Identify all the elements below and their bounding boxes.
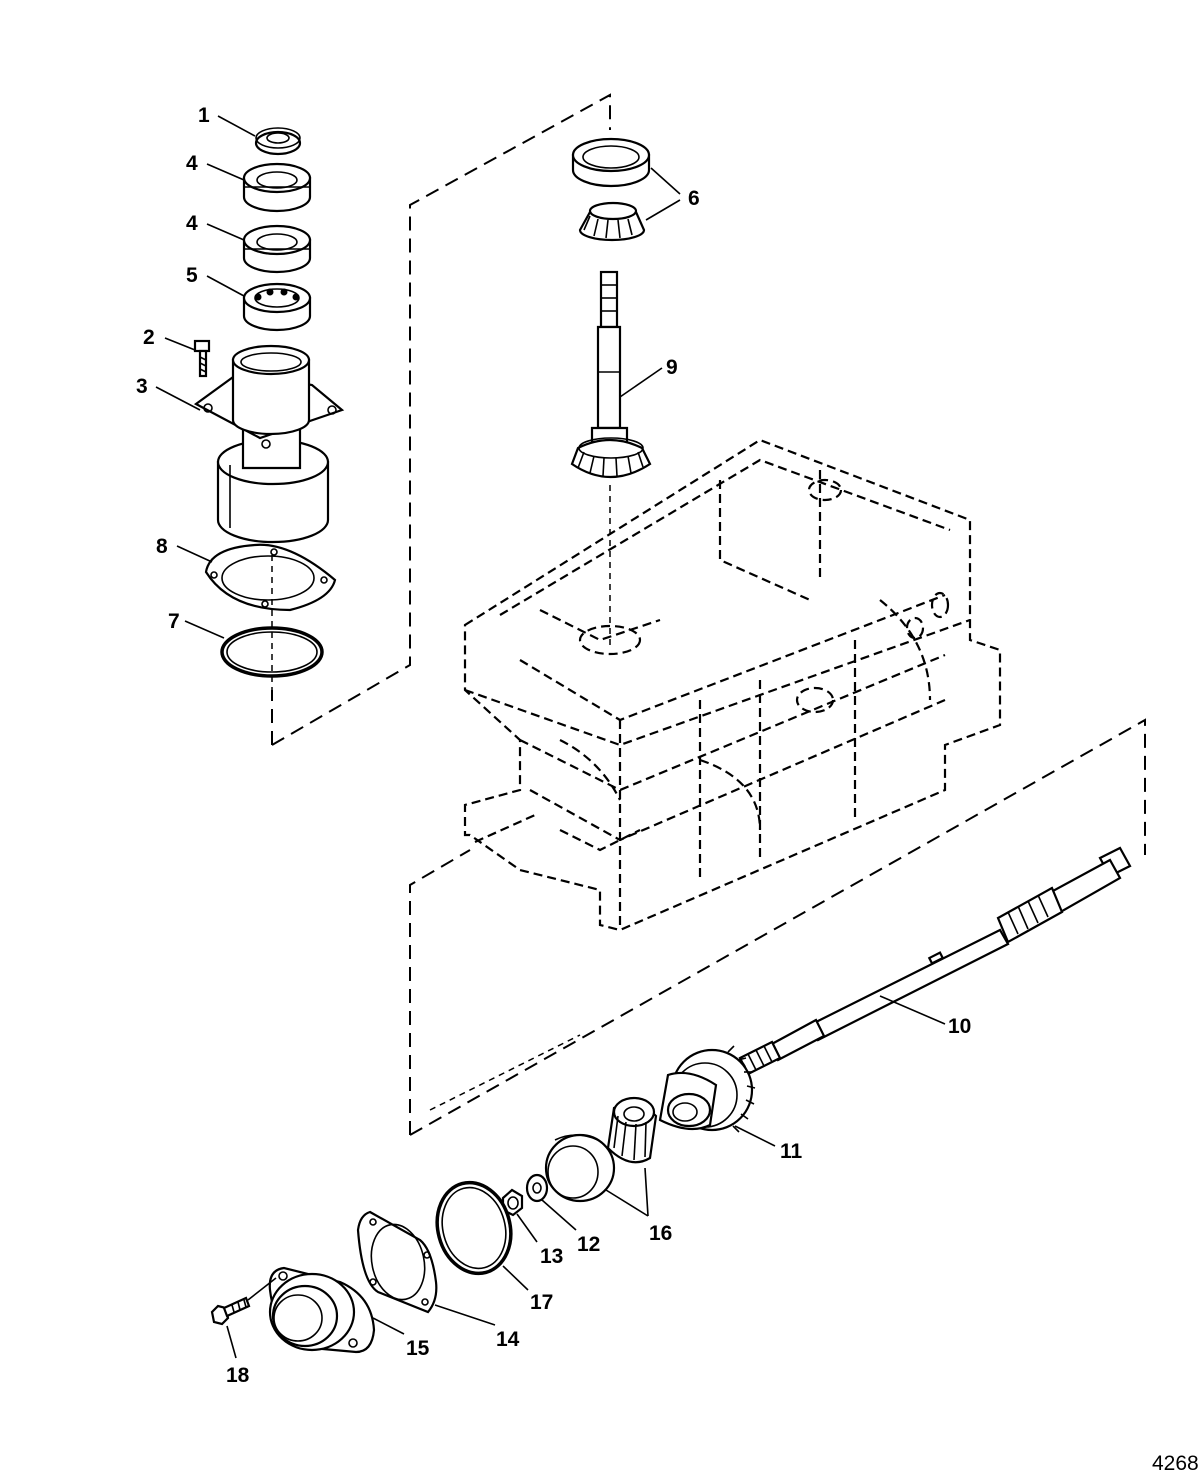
housing-3 (193, 344, 345, 544)
callout-17: 17 (530, 1291, 553, 1314)
cover-15 (268, 1266, 376, 1354)
gasket-8 (204, 543, 337, 612)
screw-2 (193, 339, 211, 378)
assembly-boundary-bottom (409, 718, 1146, 1136)
callout-2: 2 (143, 326, 155, 349)
callout-12: 12 (577, 1233, 600, 1256)
leader-lines (155, 115, 946, 1359)
gasket-14 (356, 1210, 438, 1314)
callout-13: 13 (540, 1245, 563, 1268)
assembly-boundary-top (271, 93, 611, 746)
callout-14: 14 (496, 1328, 520, 1351)
seal-1 (254, 127, 302, 156)
bearing-cup-16 (544, 1133, 616, 1203)
callout-1: 1 (198, 104, 210, 127)
o-ring-17 (435, 1180, 513, 1276)
bearing-cone-16 (606, 1096, 658, 1164)
callout-18: 18 (226, 1364, 250, 1387)
gear-case-phantom (463, 438, 1002, 932)
callout-5: 5 (186, 264, 198, 287)
callout-10: 10 (948, 1015, 971, 1038)
callout-labels: 1 4 4 5 2 3 8 7 6 9 10 11 16 12 13 17 14… (136, 104, 1199, 1475)
pinion-shaft-9 (570, 270, 652, 479)
screw-18 (210, 1296, 251, 1326)
callout-4-upper: 4 (186, 152, 198, 175)
seal-4-upper (242, 162, 312, 213)
callout-15: 15 (406, 1337, 430, 1360)
callout-9: 9 (666, 356, 678, 379)
bearing-cone-6 (578, 201, 646, 242)
callout-11: 11 (780, 1140, 803, 1163)
bearing-cup-6 (571, 137, 651, 188)
output-axis-line (429, 1034, 581, 1111)
gear-11 (658, 1045, 756, 1133)
output-shaft-10 (734, 846, 1132, 1077)
callout-4-lower: 4 (186, 212, 198, 235)
callout-16: 16 (649, 1222, 672, 1245)
washer-12 (525, 1173, 549, 1203)
seal-4-lower (242, 224, 312, 274)
o-ring-7 (220, 626, 324, 678)
ball-bearing-5 (242, 282, 312, 332)
callout-7: 7 (168, 610, 180, 633)
callout-3: 3 (136, 375, 148, 398)
callout-8: 8 (156, 535, 168, 558)
figure-number: 4268 (1152, 1452, 1199, 1475)
callout-6: 6 (688, 187, 700, 210)
